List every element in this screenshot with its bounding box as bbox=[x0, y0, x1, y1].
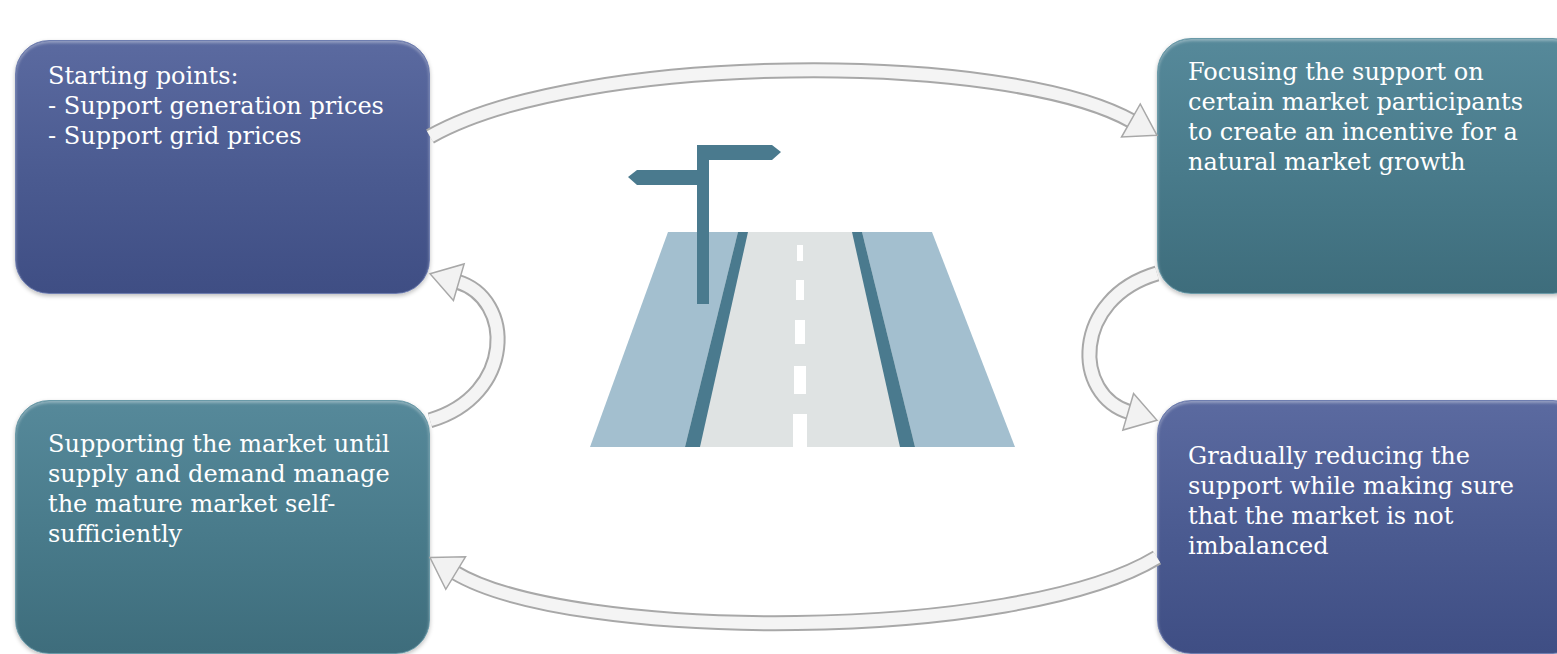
center-dash bbox=[797, 245, 803, 261]
box-text: Supporting the market until supply and d… bbox=[48, 429, 405, 549]
lane-line bbox=[685, 232, 748, 447]
arrow-head bbox=[430, 557, 466, 589]
lane-line bbox=[852, 232, 915, 447]
cycle-arrow bbox=[1089, 274, 1157, 431]
road-surface bbox=[685, 232, 915, 447]
arrow-outline bbox=[430, 282, 498, 421]
process-box: Focusing the support on certain market p… bbox=[1157, 38, 1557, 294]
road-shoulder bbox=[590, 232, 1015, 447]
box-text: Gradually reducing the support while mak… bbox=[1188, 441, 1531, 561]
box-text: Focusing the support on certain market p… bbox=[1188, 57, 1536, 177]
sign-right bbox=[697, 145, 781, 160]
sign-left bbox=[628, 170, 697, 185]
center-dash bbox=[795, 320, 805, 344]
cycle-arrow bbox=[430, 70, 1157, 137]
center-dash bbox=[794, 366, 806, 394]
arrow-head bbox=[1123, 394, 1157, 430]
arrow-outline bbox=[430, 70, 1133, 136]
arrow-body bbox=[1089, 274, 1157, 413]
arrow-outline bbox=[454, 557, 1157, 623]
cycle-arrow bbox=[430, 264, 498, 420]
arrow-head bbox=[430, 264, 464, 300]
arrow-body bbox=[430, 282, 498, 421]
arrow-heads bbox=[1122, 104, 1157, 137]
box-text: - Support grid prices bbox=[48, 121, 399, 151]
arrow-outline bbox=[1089, 274, 1157, 413]
process-box: Starting points:- Support generation pri… bbox=[15, 40, 430, 294]
center-dash bbox=[793, 414, 807, 447]
box-text: - Support generation prices bbox=[48, 91, 399, 121]
arrow-heads bbox=[430, 557, 466, 589]
arrow-body bbox=[454, 557, 1157, 623]
process-box: Gradually reducing the support while mak… bbox=[1157, 400, 1557, 654]
process-box: Supporting the market until supply and d… bbox=[15, 400, 430, 654]
box-heading: Starting points: bbox=[48, 61, 399, 91]
center-dash bbox=[796, 280, 804, 300]
arrow-heads bbox=[430, 264, 464, 300]
cycle-arrow bbox=[430, 557, 1157, 623]
arrow-heads bbox=[1123, 394, 1157, 430]
arrow-head bbox=[1122, 104, 1157, 137]
arrow-body bbox=[430, 70, 1133, 136]
signpost-pole bbox=[697, 146, 709, 304]
